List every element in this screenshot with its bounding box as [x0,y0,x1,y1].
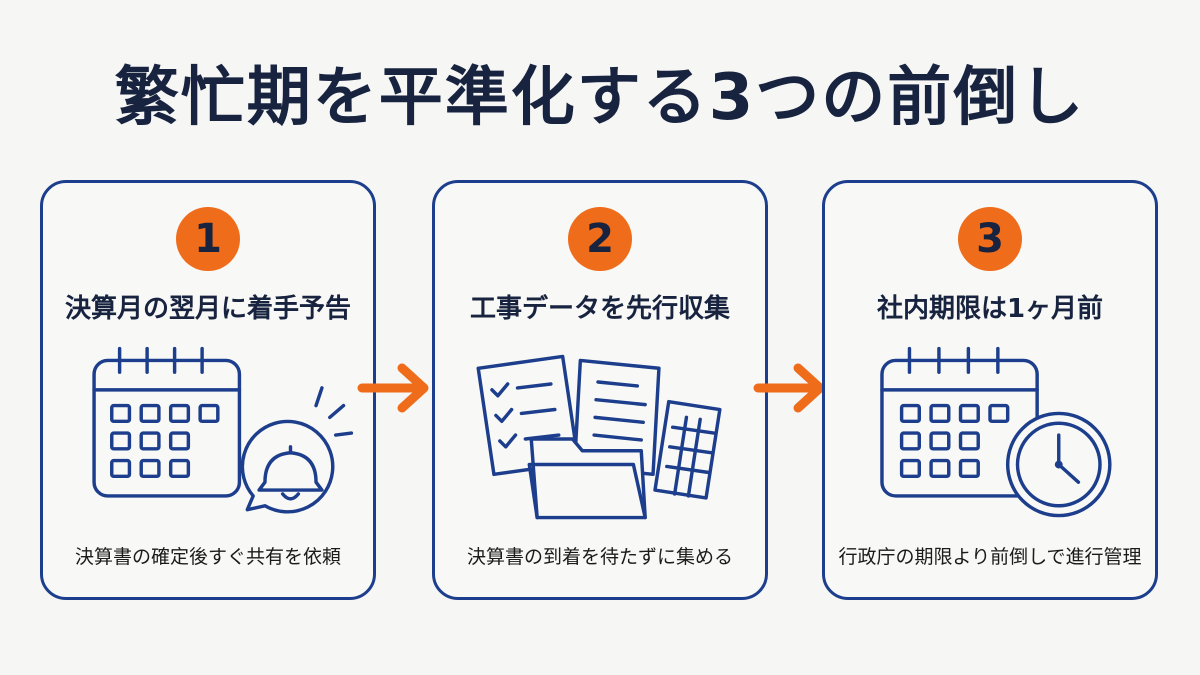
step-card-1: 1 決算月の翌月に着手予告 [40,180,376,600]
step-description-1: 決算書の確定後すぐ共有を依頼 [74,546,341,568]
step-number-badge-2: 2 [568,207,632,271]
arrow-right-icon [753,363,825,413]
step-title-3: 社内期限は1ヶ月前 [876,294,1104,324]
step-card-2: 2 工事データを先行収集 [432,180,768,600]
calendar-bell-icon [92,346,354,514]
step-number-badge-3: 3 [958,207,1022,271]
arrow-right-icon [357,363,429,413]
documents-folder-icon [476,354,722,520]
step-number-badge-1: 1 [176,207,240,271]
step-title-2: 工事データを先行収集 [469,294,730,324]
step-title-1: 決算月の翌月に着手予告 [64,294,351,324]
page-title: 繁忙期を平準化する3つの前倒し [114,61,1086,135]
step-card-3: 3 社内期限は1ヶ月前 [822,180,1158,600]
step-description-3: 行政庁の期限より前倒しで進行管理 [838,546,1142,568]
step-description-2: 決算書の到着を待たずに集める [466,546,733,568]
calendar-clock-icon [880,346,1112,518]
